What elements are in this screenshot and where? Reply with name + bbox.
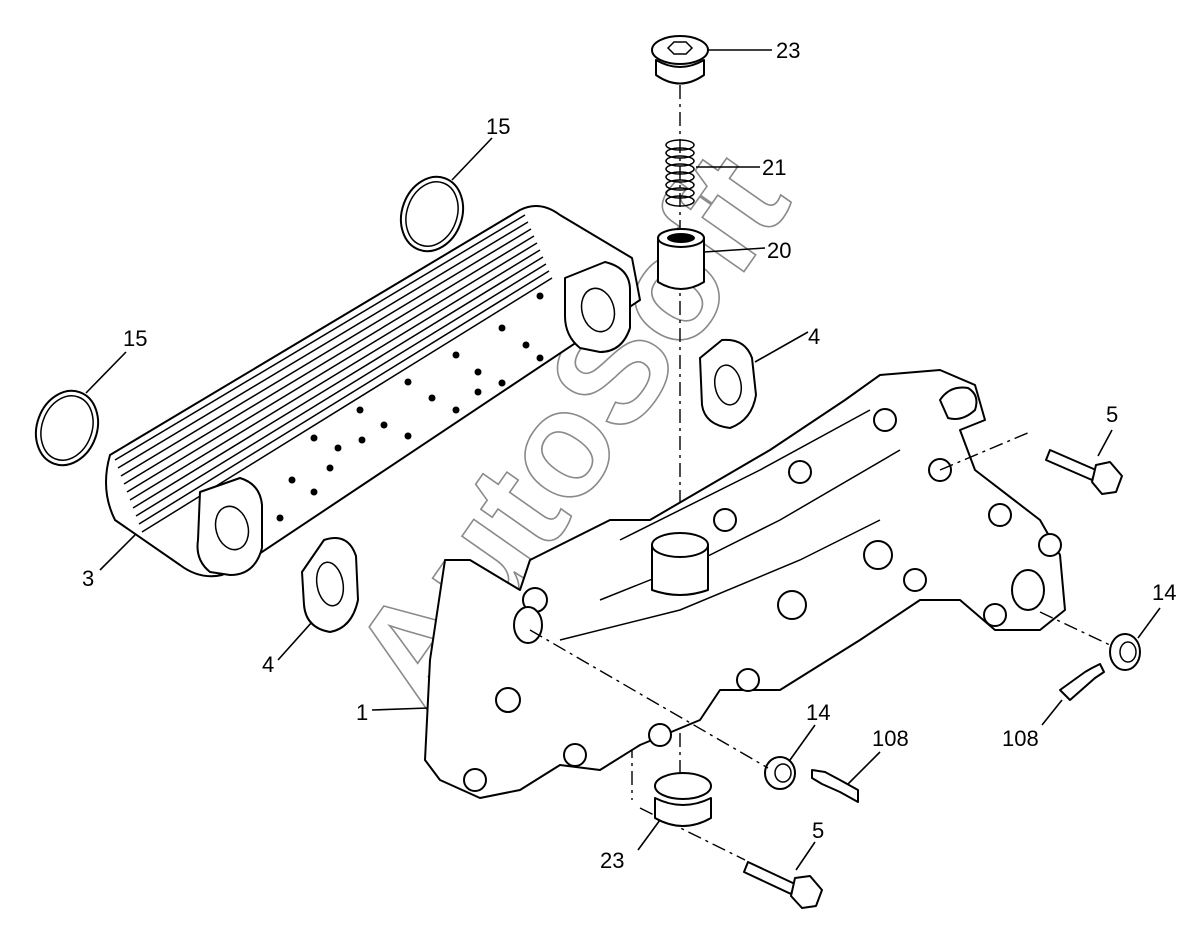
housing-part	[371, 369, 1066, 799]
plug-bottom-large-part	[637, 772, 712, 851]
plug-right-part	[1039, 607, 1161, 671]
callout-valve-piston: 20	[767, 238, 791, 263]
callout-gasket-right: 4	[808, 324, 820, 349]
callout-spring: 21	[762, 155, 786, 180]
sensor-bottom-part	[811, 751, 881, 803]
callout-cooler-core: 3	[82, 566, 94, 591]
gasket-left-part	[277, 537, 359, 661]
seal-ring-left-part	[34, 351, 127, 467]
callout-seal-ring-left: 15	[123, 326, 147, 351]
callout-plug-bottom: 14	[806, 700, 830, 725]
callout-sensor-right: 108	[1002, 726, 1039, 751]
callout-plug-right: 14	[1152, 580, 1176, 605]
callout-bolt-right: 5	[1106, 402, 1118, 427]
callout-plug-top: 23	[776, 38, 800, 63]
callout-bolt-bottom: 5	[812, 818, 824, 843]
cooler-core-part	[99, 205, 641, 578]
spring-part	[665, 139, 760, 207]
callout-gasket-left: 4	[262, 652, 274, 677]
sensor-right-part	[1041, 663, 1105, 726]
gasket-right-part	[699, 331, 809, 429]
callout-plug-bottom-large: 23	[600, 848, 624, 873]
callout-housing: 1	[356, 700, 368, 725]
plug-top-part	[651, 35, 772, 85]
seal-ring-top-part	[399, 137, 493, 253]
callout-seal-ring-top: 15	[486, 114, 510, 139]
valve-piston-part	[657, 228, 766, 290]
bolt-right-part	[939, 429, 1123, 495]
callout-sensor-bottom: 108	[872, 726, 909, 751]
plug-bottom-part	[529, 629, 816, 790]
